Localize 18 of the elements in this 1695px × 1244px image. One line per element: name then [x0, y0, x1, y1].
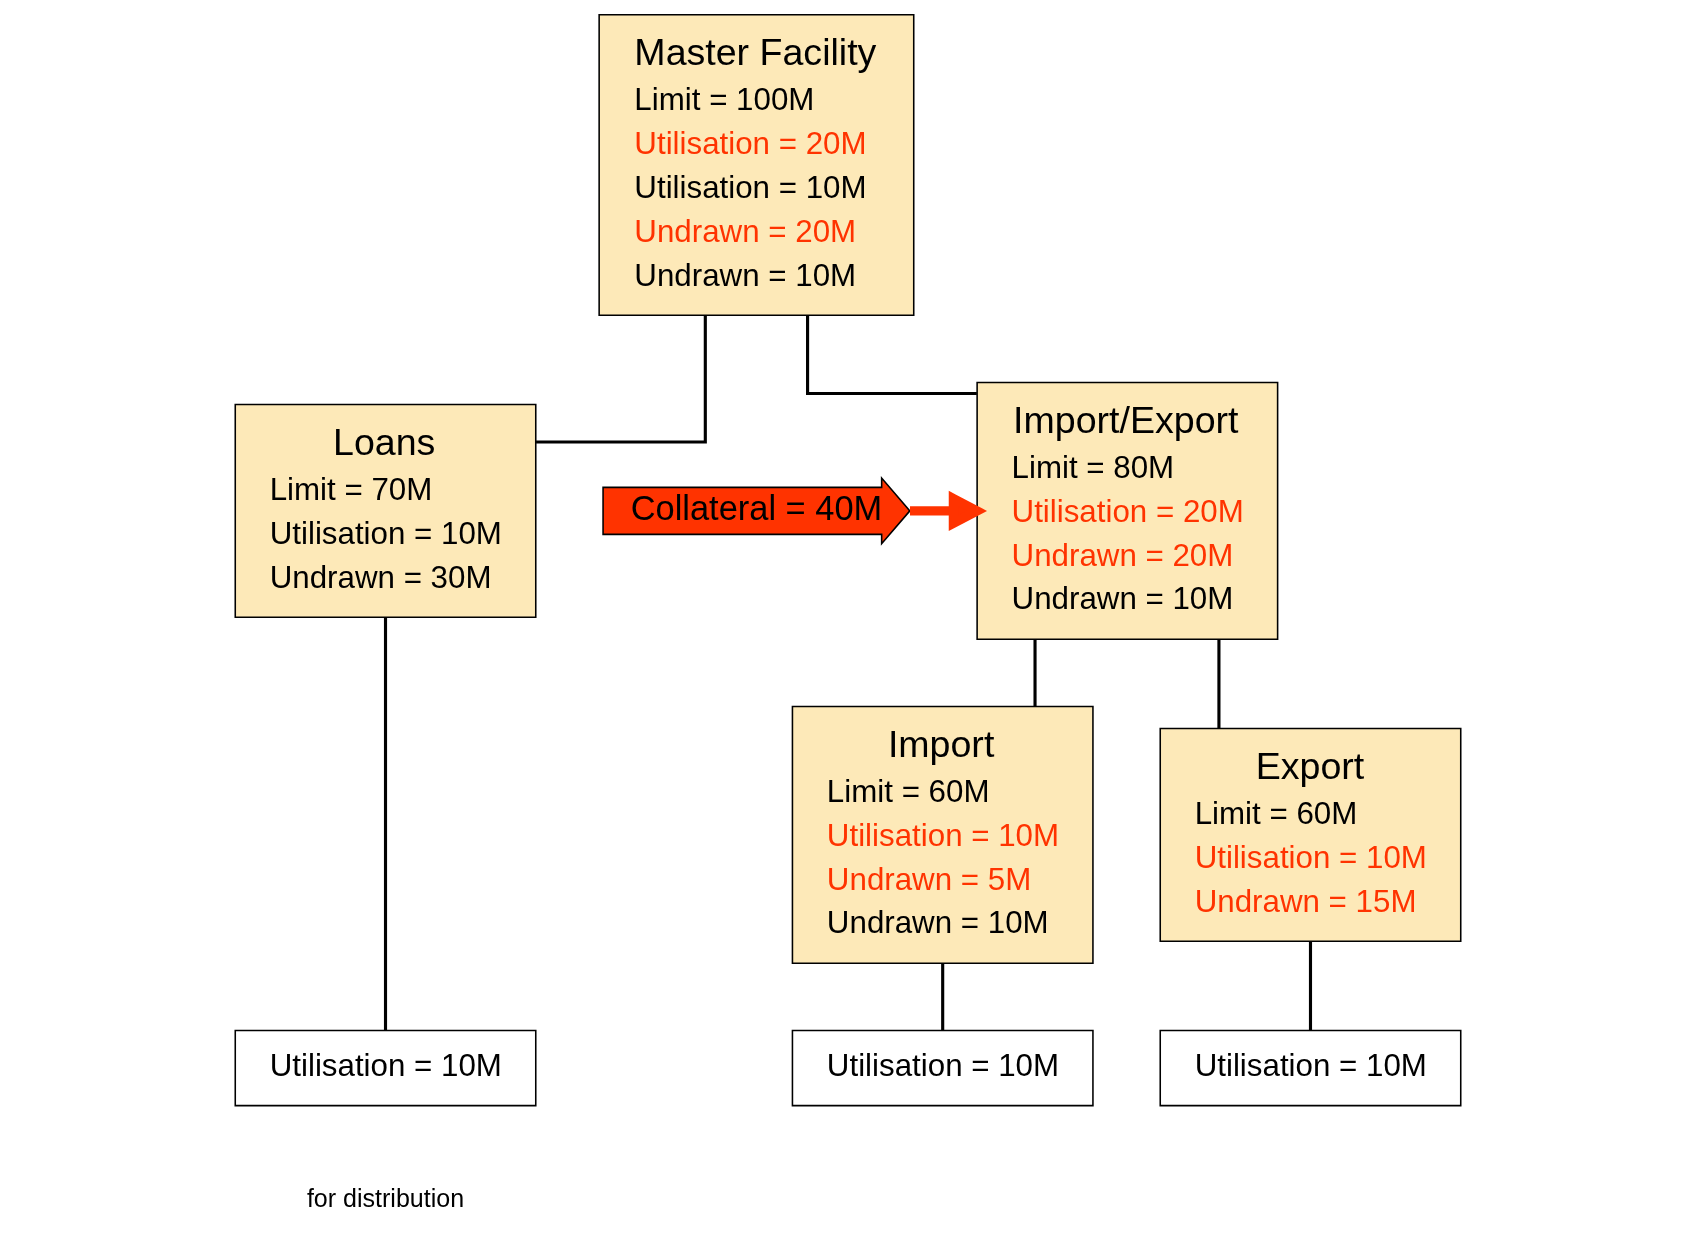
- connector: [1032, 639, 1037, 707]
- node-box: Export Limit = 60M Utilisation = 10M Undrawn = 15M: [1158, 727, 1462, 943]
- node-box: Utilisation = 10M: [233, 1029, 537, 1107]
- connector: [805, 315, 977, 396]
- edge-label: Collateral = 40M: [630, 488, 882, 527]
- connector: [940, 963, 944, 1030]
- node-box: Import Limit = 60M Utilisation = 10M Undrawn = 5M Undrawn = 10M: [791, 705, 1094, 964]
- node-box: Master Facility Limit = 100M Utilisation = 20M Utilisation = 10M Undrawn = 20M Undrawn = 10M: [597, 13, 914, 317]
- label: for distribution: [306, 1184, 464, 1213]
- connector: [1216, 639, 1220, 729]
- arrow: [909, 490, 987, 531]
- connector: [383, 617, 387, 1031]
- node-box: Utilisation = 10M: [791, 1029, 1094, 1107]
- connector: [535, 315, 707, 444]
- node-box: Loans Limit = 70M Utilisation = 10M Undrawn = 30M: [233, 403, 537, 619]
- node-box: Utilisation = 10M: [1158, 1029, 1462, 1107]
- node-box: Import/Export Limit = 80M Utilisation = 20M Undrawn = 20M Undrawn = 10M: [975, 381, 1278, 640]
- connector: [1308, 941, 1312, 1031]
